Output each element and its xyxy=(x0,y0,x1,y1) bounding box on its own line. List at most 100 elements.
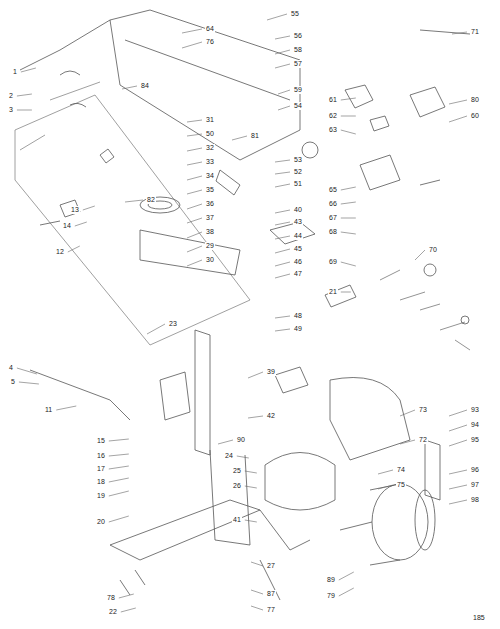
callout-number: 46 xyxy=(293,258,303,266)
leader-line xyxy=(17,368,37,374)
leader-line xyxy=(83,206,95,210)
callout-number: 64 xyxy=(205,25,215,33)
handle-rod xyxy=(420,30,470,34)
callout-number: 69 xyxy=(328,258,338,266)
leader-line xyxy=(251,590,263,594)
callout-number: 26 xyxy=(232,482,242,490)
leader-line xyxy=(415,250,425,260)
motor-endcap xyxy=(415,490,435,550)
leader-line xyxy=(125,200,143,202)
callout-number: 41 xyxy=(232,516,242,524)
leader-line xyxy=(187,246,202,252)
callout-number: 24 xyxy=(224,452,234,460)
callout-number: 60 xyxy=(470,112,480,120)
callout-number: 87 xyxy=(266,590,276,598)
callout-number: 61 xyxy=(328,96,338,104)
callout-number: 17 xyxy=(96,465,106,473)
callout-number: 65 xyxy=(328,186,338,194)
callout-number: 84 xyxy=(140,82,150,90)
callout-number: 53 xyxy=(293,156,303,164)
leader-line xyxy=(341,130,356,134)
leader-line xyxy=(109,516,129,522)
callout-number: 29 xyxy=(205,242,215,250)
table-edge xyxy=(20,82,100,150)
leader-line xyxy=(275,316,290,318)
leader-line xyxy=(109,491,129,496)
leader-line xyxy=(17,110,32,111)
callout-number: 70 xyxy=(428,246,438,254)
leader-line xyxy=(122,86,137,89)
callout-number: 45 xyxy=(293,245,303,253)
callout-number: 37 xyxy=(205,214,215,222)
leader-line xyxy=(275,160,290,162)
callout-number: 55 xyxy=(290,10,300,18)
leader-line xyxy=(182,29,202,33)
leader-line xyxy=(275,64,290,68)
arm-lock xyxy=(216,170,240,195)
callout-number: 81 xyxy=(250,132,260,140)
motor-housing xyxy=(330,378,410,461)
callout-number: 67 xyxy=(328,214,338,222)
leader-line xyxy=(449,100,467,104)
leader-line xyxy=(245,471,257,473)
leader-line xyxy=(109,466,129,469)
callout-number: 68 xyxy=(328,228,338,236)
leader-line xyxy=(275,262,290,266)
callout-number: 93 xyxy=(470,406,480,414)
callout-number: 52 xyxy=(293,168,303,176)
spring xyxy=(140,197,180,213)
callout-number: 56 xyxy=(293,32,303,40)
leader-line xyxy=(275,329,290,331)
callout-number: 63 xyxy=(328,126,338,134)
leader-line xyxy=(248,416,263,418)
callout-number: 12 xyxy=(55,248,65,256)
callout-number: 43 xyxy=(293,218,303,226)
callout-number: 54 xyxy=(293,102,303,110)
small-parts xyxy=(380,270,470,350)
callout-number: 90 xyxy=(236,436,246,444)
callout-number: 78 xyxy=(106,594,116,602)
leader-line xyxy=(378,485,393,489)
callout-number: 80 xyxy=(470,96,480,104)
arm-cap xyxy=(20,20,110,70)
washer xyxy=(461,316,469,324)
lock-lever xyxy=(410,87,445,117)
leader-line xyxy=(275,172,290,174)
callout-number: 31 xyxy=(205,116,215,124)
leader-line xyxy=(232,136,247,140)
elevation-crank xyxy=(30,370,130,420)
carriage-rail xyxy=(140,230,240,275)
leader-line xyxy=(187,134,202,136)
callout-number: 58 xyxy=(293,46,303,54)
callout-number: 82 xyxy=(146,196,156,204)
leader-line xyxy=(147,324,165,334)
callout-number: 21 xyxy=(328,288,338,296)
callout-number: 98 xyxy=(470,496,480,504)
callout-number: 11 xyxy=(44,406,53,414)
callout-number: 5 xyxy=(10,378,16,386)
leader-line xyxy=(449,485,467,489)
callout-number: 1 xyxy=(12,68,18,76)
callout-number: 33 xyxy=(205,158,215,166)
callout-number: 51 xyxy=(293,180,303,188)
callout-number: 40 xyxy=(293,206,303,214)
leader-line xyxy=(187,218,202,223)
callout-number: 95 xyxy=(470,436,480,444)
callout-number: 13 xyxy=(70,206,80,214)
callout-number: 79 xyxy=(326,592,336,600)
leader-line xyxy=(449,116,467,122)
leader-line xyxy=(56,406,76,410)
leader-line xyxy=(341,98,356,100)
yoke-parts xyxy=(345,85,389,131)
callout-number: 59 xyxy=(293,86,303,94)
callout-number: 72 xyxy=(418,436,428,444)
callout-number: 15 xyxy=(96,437,106,445)
callout-number: 32 xyxy=(205,144,215,152)
leader-line xyxy=(109,454,129,456)
leader-line xyxy=(275,274,290,278)
arm-track xyxy=(125,40,290,100)
callout-number: 71 xyxy=(470,28,480,36)
leader-line xyxy=(275,249,290,253)
